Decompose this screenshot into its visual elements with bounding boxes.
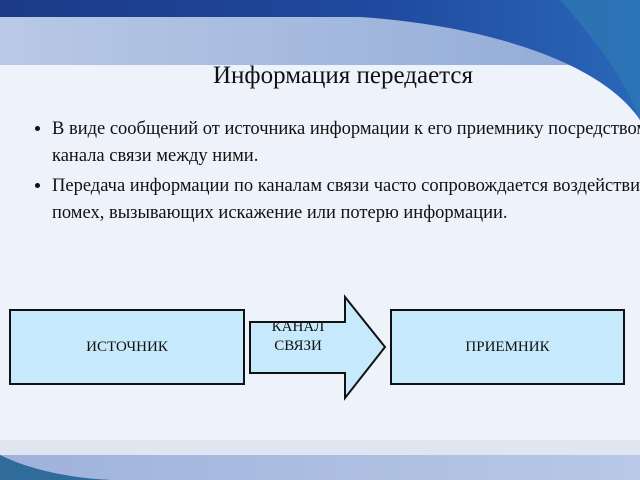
bullet-list: В виде сообщений от источника информации…: [24, 116, 640, 230]
channel-label-line1: КАНАЛ: [271, 319, 325, 335]
source-box: ИСТОЧНИК: [9, 309, 245, 385]
channel-label: КАНАЛ СВЯЗИ: [250, 318, 346, 356]
slide-title: Информация передается: [213, 62, 473, 89]
channel-label-line2: СВЯЗИ: [274, 338, 322, 354]
source-label: ИСТОЧНИК: [86, 338, 168, 355]
receiver-label: ПРИЕМНИК: [465, 338, 550, 355]
bullet-item: В виде сообщений от источника информации…: [52, 116, 640, 169]
receiver-box: ПРИЕМНИК: [390, 309, 625, 385]
bullet-item: Передача информации по каналам связи час…: [52, 173, 640, 226]
